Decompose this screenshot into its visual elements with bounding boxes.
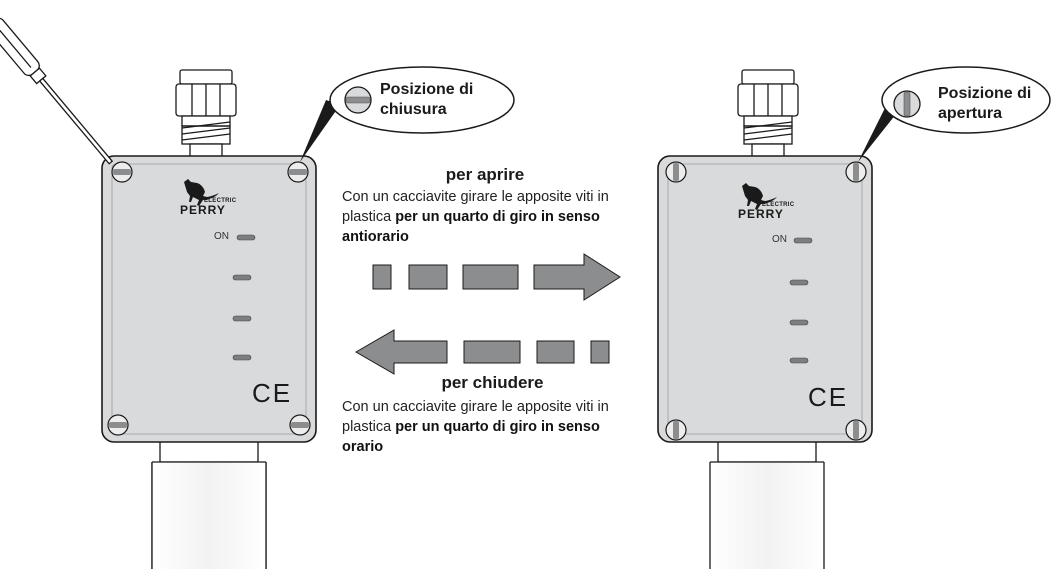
right-enclosure <box>657 155 873 443</box>
left-led-indicators <box>232 234 256 361</box>
right-device <box>657 69 873 569</box>
close-heading: per chiudere <box>441 373 544 392</box>
close-instructions: Con un cacciavite girare le apposite vit… <box>342 397 642 457</box>
left-screws <box>107 161 311 436</box>
left-kangaroo-logo <box>184 179 219 206</box>
right-brand-sub: ELECTRIC <box>762 202 795 208</box>
close-arrow <box>355 329 610 375</box>
open-instructions-intro: Con un cacciavite girare le apposite vit… <box>342 189 609 225</box>
right-on-label: ON <box>772 234 787 245</box>
left-cable-gland <box>175 69 237 161</box>
right-ce-mark: CE <box>808 382 849 412</box>
left-callout-label: Posizione di chiusura <box>380 81 474 118</box>
left-on-label: ON <box>214 231 229 242</box>
left-device <box>101 69 317 569</box>
left-callout <box>300 66 515 162</box>
close-instructions-bold: per un quarto di giro in senso orario <box>342 419 600 455</box>
open-instructions-bold: per un quarto di giro in senso antiorari… <box>342 209 600 245</box>
left-enclosure <box>101 155 317 443</box>
right-callout <box>858 66 1051 162</box>
left-conduit <box>151 439 267 569</box>
right-led-indicators <box>789 237 813 364</box>
right-cable-gland <box>737 69 799 161</box>
left-brand-name: PERRY <box>180 203 226 217</box>
left-ce-mark: CE <box>252 378 293 408</box>
right-kangaroo-logo <box>742 183 777 210</box>
right-callout-label: Posizione di apertura <box>938 85 1032 122</box>
right-screws <box>665 161 867 441</box>
open-instructions: Con un cacciavite girare le apposite vit… <box>342 187 642 247</box>
right-conduit <box>709 439 825 569</box>
open-arrow <box>372 253 621 301</box>
open-heading: per aprire <box>445 165 525 184</box>
left-brand-sub: ELECTRIC <box>204 198 237 204</box>
screwdriver-icon <box>0 17 114 165</box>
right-brand-name: PERRY <box>738 207 784 221</box>
close-instructions-intro: Con un cacciavite girare le apposite vit… <box>342 399 609 435</box>
